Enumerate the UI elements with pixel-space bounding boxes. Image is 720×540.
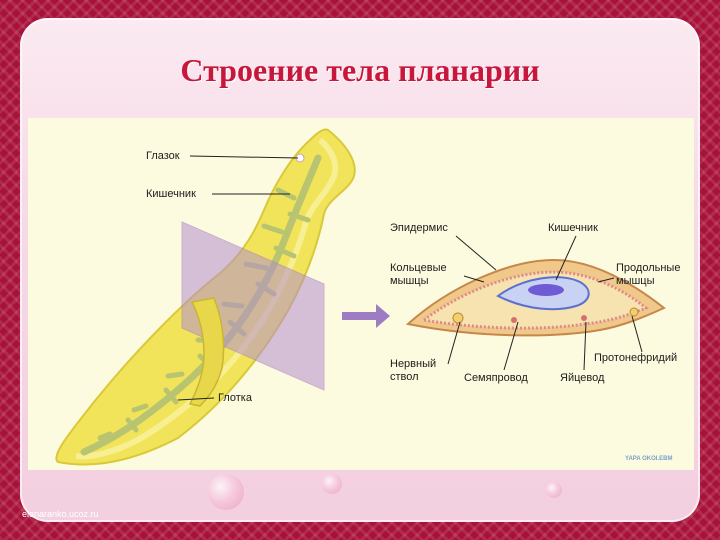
cross-section-lumen <box>528 284 564 296</box>
label-epidermis: Эпидермис <box>390 222 448 234</box>
label-eye: Глазок <box>146 150 180 162</box>
cross-section-plane <box>181 221 325 391</box>
leader-line-eye <box>189 155 299 159</box>
label-intestine-right: Кишечник <box>548 222 598 234</box>
label-pharynx: Глотка <box>218 392 252 404</box>
pharynx <box>188 297 225 407</box>
image-credit: YAPA OKOI.ЕВМ <box>625 456 673 462</box>
label-nerve-trunk: Нервный ствол <box>390 358 437 383</box>
diagram-panel: Глазок Кишечник Глотка Эпидермис Кишечни… <box>28 118 694 470</box>
label-oviduct: Яйцевод <box>560 372 605 384</box>
decor-bubble <box>322 474 342 494</box>
decor-bubble <box>546 482 562 498</box>
label-longitudinal-muscles: Продольные мышцы <box>616 262 681 287</box>
label-sperm-duct: Семяпровод <box>464 372 528 384</box>
label-circular-muscles: Кольцевые мышцы <box>390 262 447 287</box>
site-watermark: elenaranko.ucoz.ru <box>22 509 99 519</box>
label-intestine-left: Кишечник <box>146 188 196 200</box>
leader-line-pharynx <box>177 397 215 401</box>
decor-bubble <box>208 474 244 510</box>
arrow-icon <box>342 304 390 328</box>
label-protonephridium: Протонефридий <box>594 352 678 364</box>
planaria-diagram <box>55 128 666 466</box>
slide-title: Строение тела планарии <box>180 52 540 88</box>
